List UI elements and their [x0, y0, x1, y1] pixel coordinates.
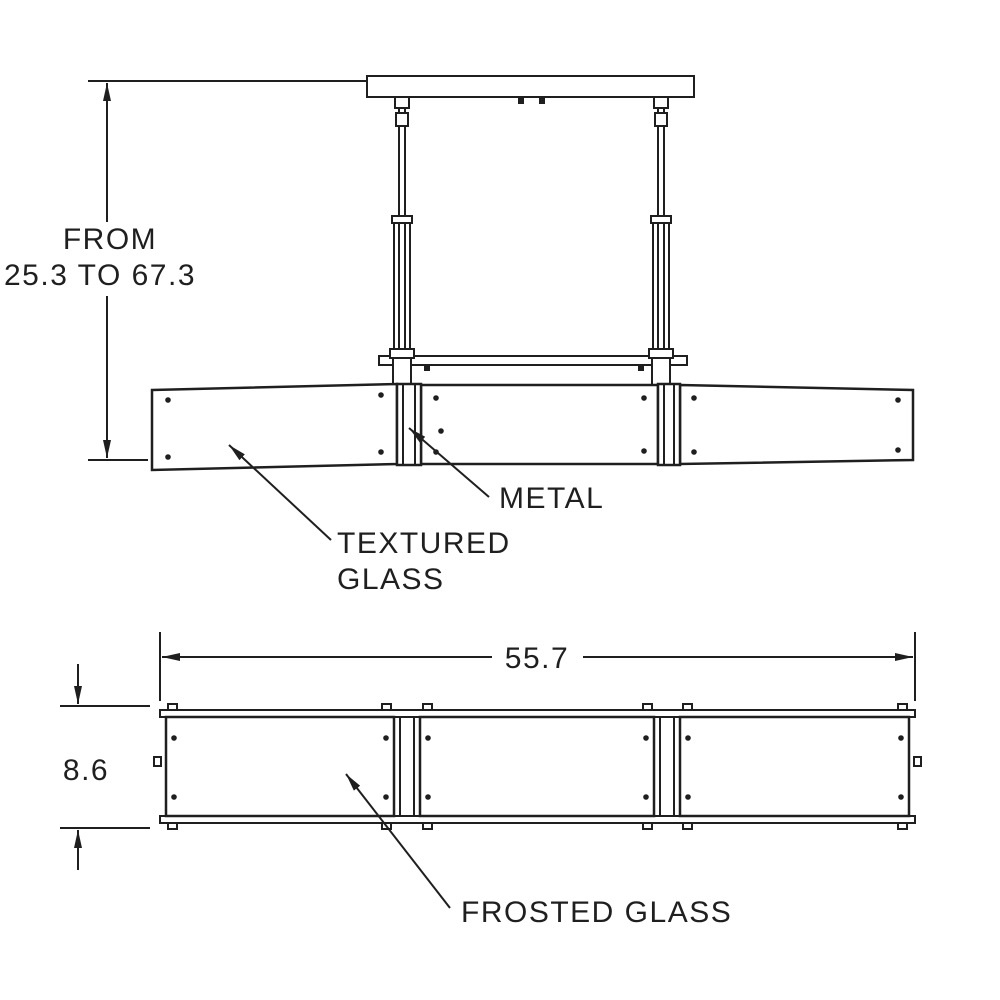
- glass-panel-right: [678, 383, 915, 466]
- height-range-label-line2: 25.3 TO 67.3: [4, 259, 196, 292]
- stem-bracket: [392, 357, 412, 386]
- textured-glass-leader-line: [228, 444, 332, 541]
- stem-flange: [389, 348, 415, 359]
- length-dimension: 55.7: [159, 632, 916, 701]
- metal-callout: METAL: [408, 427, 604, 515]
- metal-label: METAL: [499, 482, 604, 515]
- canopy-stem-mount-left: [394, 96, 410, 109]
- right-stem: [648, 108, 674, 386]
- metal-connector-right: [656, 382, 682, 467]
- glass-panel-center: [419, 383, 660, 466]
- front-view: 55.7 8.6 FROSTED GLASS: [60, 632, 922, 929]
- side-view: FROM 25.3 TO 67.3 METAL TEXTURED GLASS: [4, 75, 915, 596]
- textured-glass-label-line1: TEXTURED: [337, 527, 511, 560]
- canopy-screw: [518, 98, 524, 104]
- stem-coupler: [395, 112, 409, 127]
- left-stem: [389, 108, 415, 386]
- stem-flange: [648, 348, 674, 359]
- mounting-tabs-top: [167, 703, 908, 711]
- canopy-screw: [539, 98, 545, 104]
- crossbar-screw: [424, 365, 430, 371]
- crossbar-screw: [638, 365, 644, 371]
- textured-glass-label-line2: GLASS: [337, 563, 445, 596]
- canopy-stem-mount-right: [653, 96, 669, 109]
- stem-bracket: [651, 357, 671, 386]
- metal-leader-line: [408, 427, 490, 498]
- stem-tube: [393, 222, 411, 350]
- stem-tube-cap: [650, 215, 672, 224]
- ceiling-canopy: [366, 75, 695, 109]
- fixture-body-front: [153, 703, 922, 830]
- height-value: 8.6: [63, 754, 109, 787]
- canopy-plate: [366, 75, 695, 98]
- frosted-glass-panel-center: [418, 715, 656, 818]
- frosted-glass-panel-left: [164, 715, 396, 818]
- frosted-glass-panel-right: [678, 715, 911, 818]
- stem-tube: [652, 222, 670, 350]
- textured-glass-callout: TEXTURED GLASS: [228, 444, 511, 596]
- height-range-dimension: FROM 25.3 TO 67.3: [4, 80, 367, 461]
- crossbar: [378, 355, 688, 371]
- fixture-body-side: [150, 382, 915, 472]
- stem-coupler: [654, 112, 668, 127]
- metal-connector-left: [395, 382, 423, 467]
- end-cap-right: [913, 756, 922, 767]
- frosted-glass-label: FROSTED GLASS: [461, 896, 732, 929]
- frosted-glass-callout: FROSTED GLASS: [345, 773, 732, 929]
- end-cap-left: [153, 756, 162, 767]
- height-dimension: 8.6: [60, 664, 150, 870]
- textured-glass-panel-left: [150, 382, 399, 472]
- length-value: 55.7: [505, 642, 569, 675]
- frosted-glass-leader-line: [345, 773, 451, 909]
- height-range-label-line1: FROM: [63, 223, 157, 256]
- screw-dots-front: [171, 735, 904, 800]
- stem-tube-cap: [391, 215, 413, 224]
